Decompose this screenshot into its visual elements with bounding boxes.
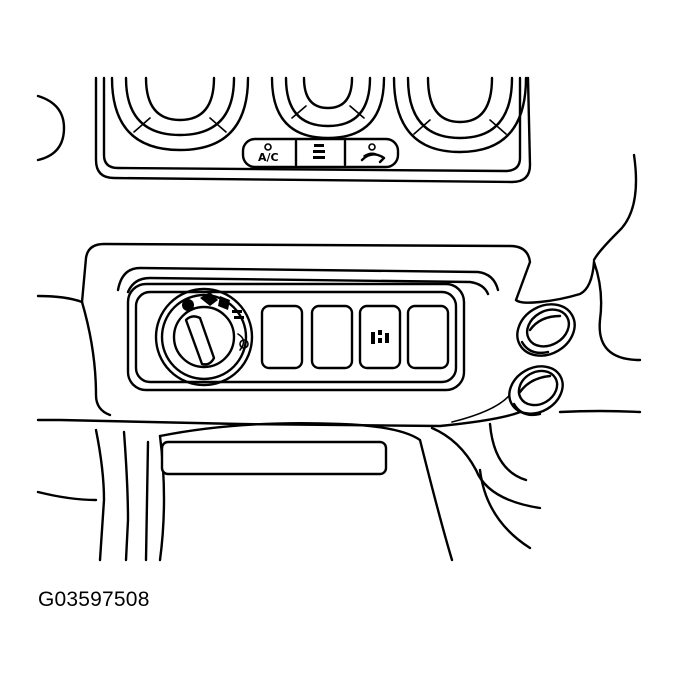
center-console (36, 422, 542, 562)
switch-panel-bezel (116, 266, 500, 392)
blank-switch-slot-1[interactable] (260, 304, 304, 370)
ac-switch-button[interactable]: A/C (258, 143, 279, 164)
upper-power-outlet (516, 303, 576, 357)
center-air-vent (270, 76, 386, 140)
lower-power-outlet (508, 365, 564, 417)
blank-switch-slot-4[interactable] (406, 304, 450, 370)
fog-lamp-switch[interactable] (358, 304, 402, 370)
left-air-vent (110, 76, 250, 152)
right-air-vent (392, 76, 528, 154)
left-instrument-edge (36, 94, 66, 162)
headlight-switch-knob[interactable] (154, 287, 254, 387)
upper-vent-bezel (94, 76, 532, 184)
figure-code: G03597508 (38, 588, 150, 611)
rear-defogger-switch-button[interactable] (313, 144, 325, 159)
lower-dash-panel (36, 242, 596, 428)
ac-switch-label: A/C (258, 151, 279, 164)
recirculation-switch-button[interactable] (360, 143, 386, 164)
blank-switch-slot-2[interactable] (310, 304, 354, 370)
right-dashboard-edge (592, 153, 638, 262)
right-console-edge (558, 260, 642, 414)
